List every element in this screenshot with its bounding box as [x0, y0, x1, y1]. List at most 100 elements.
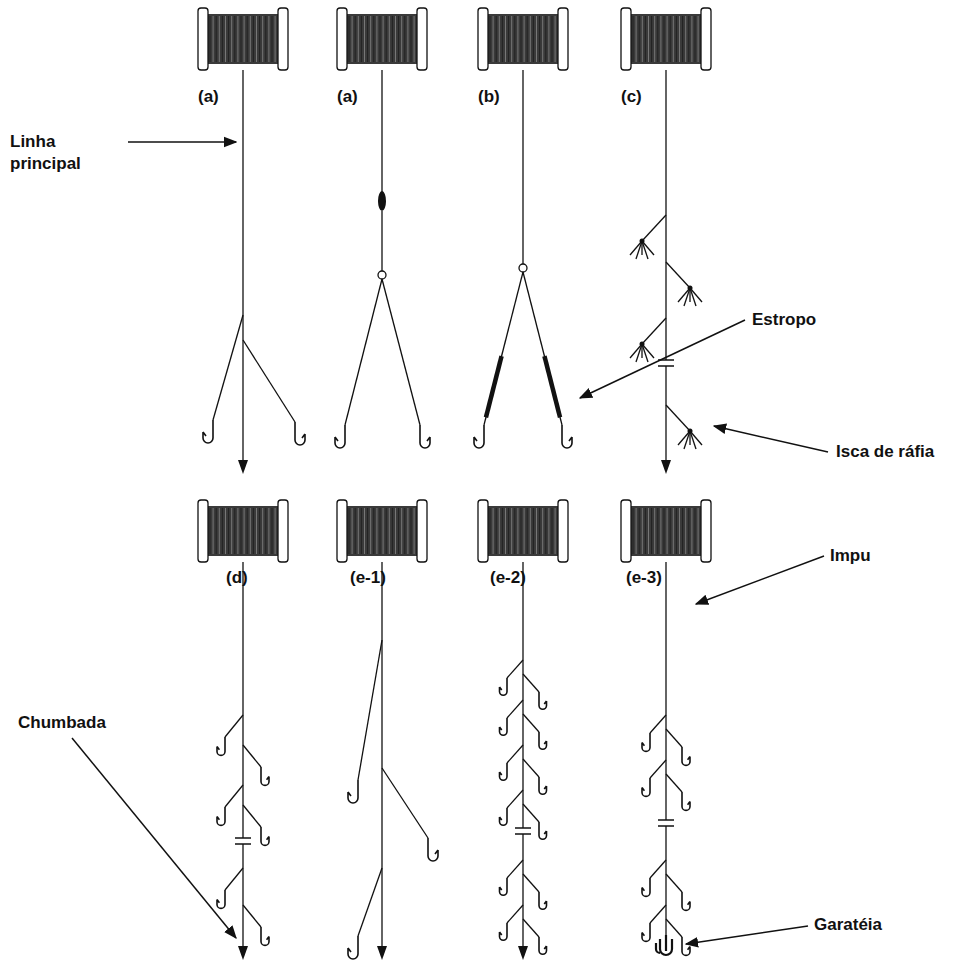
- fishing-line: [242, 70, 243, 460]
- raffia-strand: [642, 241, 648, 259]
- reel-winding: [670, 16, 671, 62]
- raffia-strand: [684, 431, 690, 449]
- fish-hook: [642, 923, 650, 941]
- reel-core: [208, 506, 278, 556]
- reel-winding: [552, 508, 553, 554]
- reel-winding: [667, 16, 668, 62]
- reel-winding: [411, 16, 412, 62]
- reel-winding: [225, 16, 226, 62]
- line-reel: [198, 500, 288, 562]
- reel-winding: [373, 508, 374, 554]
- reel-winding: [349, 508, 350, 554]
- fish-hook: [348, 936, 358, 959]
- reel-winding: [673, 16, 674, 62]
- reel-flange: [621, 8, 631, 70]
- leader-line: [72, 738, 236, 938]
- reel-winding: [645, 16, 646, 62]
- reel-winding: [411, 508, 412, 554]
- reel-winding: [552, 16, 553, 62]
- fishing-line: [523, 874, 539, 892]
- fishing-line: [382, 768, 428, 838]
- reel-winding: [265, 508, 266, 554]
- line-break-mark: [515, 827, 531, 829]
- reel-core: [347, 506, 417, 556]
- reel-winding: [542, 16, 543, 62]
- reel-core: [488, 506, 558, 556]
- reel-winding: [275, 16, 276, 62]
- line-break-mark: [658, 819, 674, 821]
- part-label: Garatéia: [814, 914, 882, 936]
- fishing-line: [642, 318, 666, 344]
- leader-line: [696, 556, 824, 604]
- reel-winding: [660, 16, 661, 62]
- sinker: [661, 460, 671, 474]
- reel-winding: [490, 508, 491, 554]
- rig-letter: (e-1): [350, 567, 386, 589]
- reel-winding: [530, 16, 531, 62]
- reel-winding: [555, 16, 556, 62]
- reel-winding: [521, 16, 522, 62]
- part-label: Isca de ráfia: [836, 441, 936, 463]
- reel-winding: [539, 508, 540, 554]
- line-break-mark: [515, 833, 531, 835]
- reel-winding: [259, 16, 260, 62]
- reel-winding: [651, 16, 652, 62]
- reel-winding: [373, 16, 374, 62]
- reel-winding: [651, 508, 652, 554]
- reel-winding: [502, 16, 503, 62]
- reel-winding: [676, 16, 677, 62]
- sinker: [238, 460, 248, 474]
- reel-flange: [701, 500, 711, 562]
- line-break-mark: [235, 837, 251, 839]
- reel-winding: [380, 508, 381, 554]
- fish-hook: [642, 733, 650, 751]
- reel-winding: [536, 508, 537, 554]
- fishing-line: [243, 745, 261, 767]
- ring: [519, 264, 527, 272]
- reel-winding: [404, 508, 405, 554]
- fish-hook: [335, 425, 345, 448]
- reel-winding: [493, 16, 494, 62]
- reel-winding: [676, 508, 677, 554]
- reel-winding: [256, 508, 257, 554]
- fish-hook: [500, 763, 508, 780]
- fishing-line: [666, 405, 690, 431]
- reel-winding: [490, 16, 491, 62]
- reel-flange: [337, 500, 347, 562]
- lure-head: [688, 286, 693, 291]
- reel-winding: [352, 16, 353, 62]
- reel-winding: [265, 16, 266, 62]
- reel-winding: [237, 16, 238, 62]
- reel-winding: [262, 508, 263, 554]
- fishing-line: [243, 805, 261, 827]
- fish-hook: [562, 425, 572, 448]
- fishing-line: [507, 700, 523, 718]
- reel-winding: [548, 16, 549, 62]
- line-reel: [478, 8, 568, 70]
- reel-winding: [527, 16, 528, 62]
- leader-line: [128, 141, 236, 143]
- rig-letter: (a): [198, 86, 219, 108]
- fish-hook: [217, 890, 225, 908]
- reel-winding: [361, 16, 362, 62]
- line-break-mark: [658, 365, 674, 367]
- line-reel: [337, 8, 427, 70]
- reel-winding: [536, 16, 537, 62]
- line-reel: [621, 500, 711, 562]
- sinker: [518, 946, 528, 960]
- reel-winding: [524, 508, 525, 554]
- reel-winding: [642, 16, 643, 62]
- fishing-line: [225, 715, 243, 737]
- line-break-gap: [520, 828, 526, 834]
- fishing-line: [484, 272, 523, 425]
- reel-winding: [355, 508, 356, 554]
- fish-hook: [217, 737, 225, 755]
- reel-winding: [542, 508, 543, 554]
- reel-flange: [278, 8, 288, 70]
- reel-core: [631, 506, 701, 556]
- reel-flange: [198, 8, 208, 70]
- reel-winding: [527, 508, 528, 554]
- reel-flange: [337, 8, 347, 70]
- fishing-line: [243, 905, 261, 927]
- reel-winding: [213, 16, 214, 62]
